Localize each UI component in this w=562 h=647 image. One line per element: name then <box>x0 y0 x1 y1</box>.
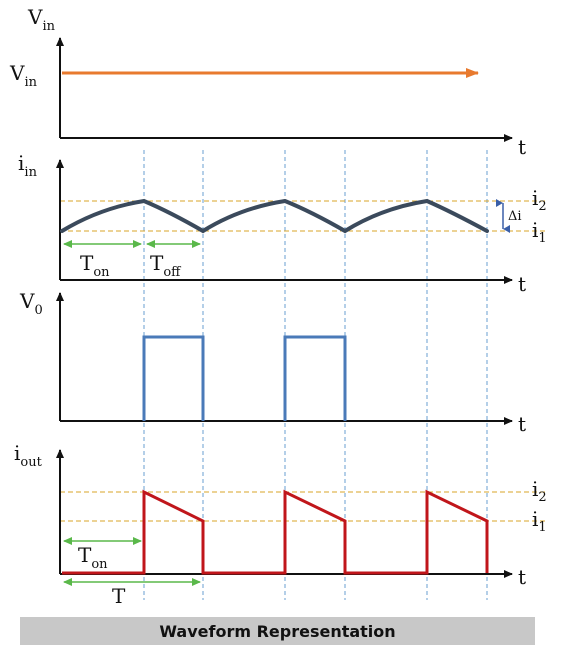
switching-guides <box>143 150 488 600</box>
panel-v0: V0 t <box>19 289 526 436</box>
panel-iout: Ton T iout i2 i1 t <box>14 441 547 608</box>
period-label: T <box>112 584 126 608</box>
caption-bar: Waveform Representation <box>20 617 535 645</box>
v0-waveform <box>142 335 347 421</box>
delta-i-label: Δi <box>508 209 522 224</box>
iin-t-label: t <box>518 272 526 296</box>
iout-waveform <box>62 489 489 575</box>
iout-i2-label: i2 <box>532 477 547 505</box>
iout-i1-label: i1 <box>532 507 547 535</box>
iout-axis-label: iout <box>14 441 43 470</box>
iin-i2-label: i2 <box>532 186 547 214</box>
iout-t-label: t <box>518 565 526 589</box>
v0-t-label: t <box>518 412 526 436</box>
caption-text: Waveform Representation <box>159 621 396 641</box>
vin-line-label: Vin <box>9 61 38 90</box>
v0-axis-label: V0 <box>19 289 43 318</box>
iin-waveform <box>60 198 489 234</box>
panel-iin: Δi i2 i1 Ton Toff iin t <box>18 151 547 296</box>
iin-axis-label: iin <box>18 151 38 180</box>
iin-i1-label: i1 <box>532 218 547 246</box>
vin-t-label: t <box>518 135 526 159</box>
iout-ton-label: Ton <box>78 543 108 572</box>
iin-ton-label: Ton <box>80 251 110 280</box>
vin-axis-label: Vin <box>27 5 56 34</box>
panel-vin: Vin Vin t <box>9 5 526 159</box>
iin-toff-label: Toff <box>150 251 182 280</box>
